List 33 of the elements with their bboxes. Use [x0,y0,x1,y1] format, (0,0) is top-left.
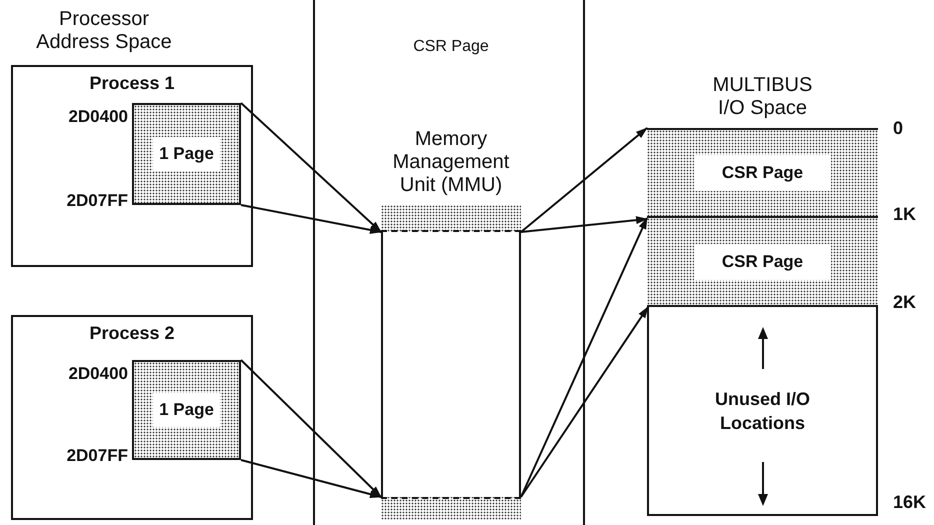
mmu-page-band [381,205,521,232]
box-heading: Process 1 [88,73,176,94]
box-heading: MULTIBUS I/O Space [712,74,814,120]
arrow [240,359,382,498]
arrow [520,217,648,498]
page-label: 1 Page [153,137,220,171]
mmu-page-band [381,497,521,520]
address-label: 2D07FF [66,446,128,466]
box-heading: Memory Management Unit (MMU) [392,128,510,197]
address-label: 2D07FF [66,191,128,211]
page-label: 1 Page [153,393,220,427]
arrow [240,204,382,234]
region-label: CSR Page [694,244,832,280]
arrow [240,459,382,498]
column-heading: CSR Page [412,38,490,56]
box-heading: Process 2 [88,323,176,344]
address-mark: 1K [893,204,916,225]
arrow [520,216,648,233]
region-label: CSR Page [694,155,832,191]
arrow [520,127,648,233]
csr-page-region [647,128,878,216]
arrow [520,306,649,498]
process-box [11,65,253,267]
address-mark: 0 [893,118,904,139]
process-box [11,315,253,520]
arrow [240,102,382,233]
address-label: 2D0400 [68,107,128,127]
csr-page-region [647,216,878,305]
address-mark: 2K [893,292,916,313]
address-label: 2D0400 [68,364,128,384]
column-heading: Processor Address Space [35,8,173,54]
address-mark: 16K [893,492,926,513]
region-label: Unused I/O Locations [714,388,810,434]
